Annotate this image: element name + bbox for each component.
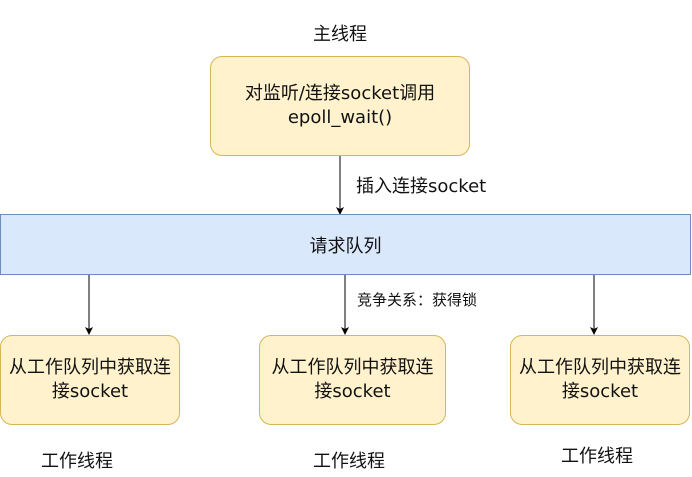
insert-socket-label: 插入连接socket [356, 176, 487, 197]
worker-label-3: 工作线程 [561, 446, 633, 467]
compete-label: 竞争关系：获得锁 [357, 291, 478, 309]
worker-label-2: 工作线程 [313, 451, 385, 472]
worker-box-2-text: 从工作队列中获取连接socket [271, 357, 434, 402]
worker-box-2: 从工作队列中获取连接socket [259, 335, 446, 425]
request-queue: 请求队列 [0, 214, 691, 275]
worker-box-3-text: 从工作队列中获取连接socket [519, 357, 681, 402]
main-thread-label: 主线程 [313, 24, 367, 45]
worker-box-1-text: 从工作队列中获取连接socket [9, 357, 171, 402]
main-thread-box-line2: epoll_wait() [287, 107, 393, 128]
main-thread-box-line1: 对监听/连接socket调用 [244, 83, 436, 104]
worker-box-3: 从工作队列中获取连接socket [510, 335, 690, 425]
main-thread-box: 对监听/连接socket调用 epoll_wait() [210, 56, 470, 156]
worker-label-1: 工作线程 [41, 451, 113, 472]
request-queue-label: 请求队列 [309, 235, 382, 257]
worker-box-1: 从工作队列中获取连接socket [0, 335, 180, 425]
